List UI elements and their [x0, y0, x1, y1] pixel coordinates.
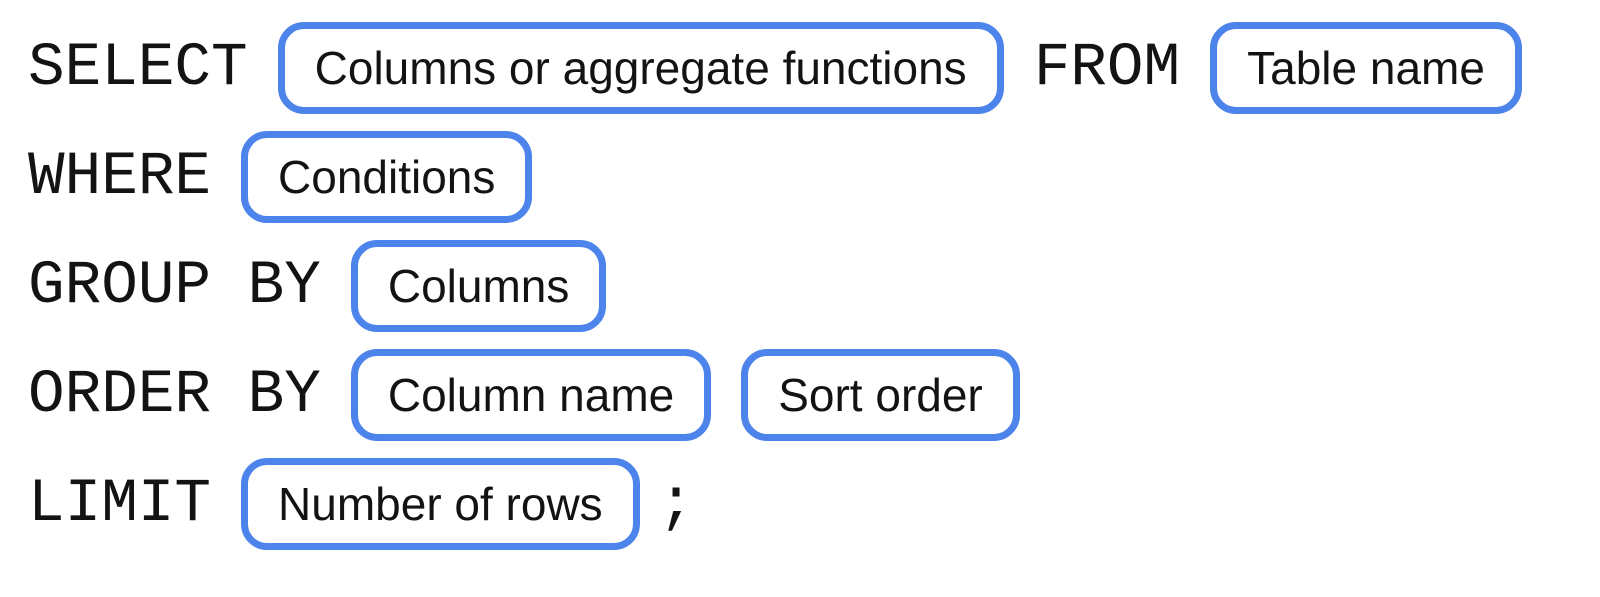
pill-column-name: Column name — [350, 349, 712, 441]
sql-syntax-diagram: SELECT Columns or aggregate functions FR… — [28, 22, 1600, 550]
pill-table-name: Table name — [1210, 22, 1522, 114]
pill-sort-order: Sort order — [741, 349, 1020, 441]
keyword-from: FROM — [1033, 33, 1181, 103]
sql-row-where: WHERE Conditions — [28, 131, 1600, 223]
sql-row-order-by: ORDER BY Column name Sort order — [28, 349, 1600, 441]
sql-row-group-by: GROUP BY Columns — [28, 240, 1600, 332]
pill-conditions: Conditions — [241, 131, 533, 223]
keyword-select: SELECT — [28, 33, 248, 103]
sql-row-select: SELECT Columns or aggregate functions FR… — [28, 22, 1600, 114]
pill-columns: Columns — [350, 240, 607, 332]
keyword-group-by: GROUP BY — [28, 251, 321, 321]
keyword-limit: LIMIT — [28, 469, 212, 539]
pill-columns-or-aggregate-functions: Columns or aggregate functions — [277, 22, 1004, 114]
sql-row-limit: LIMIT Number of rows ; — [28, 458, 1600, 550]
semicolon-terminator: ; — [657, 469, 695, 539]
keyword-order-by: ORDER BY — [28, 360, 321, 430]
keyword-where: WHERE — [28, 142, 212, 212]
pill-number-of-rows: Number of rows — [241, 458, 640, 550]
